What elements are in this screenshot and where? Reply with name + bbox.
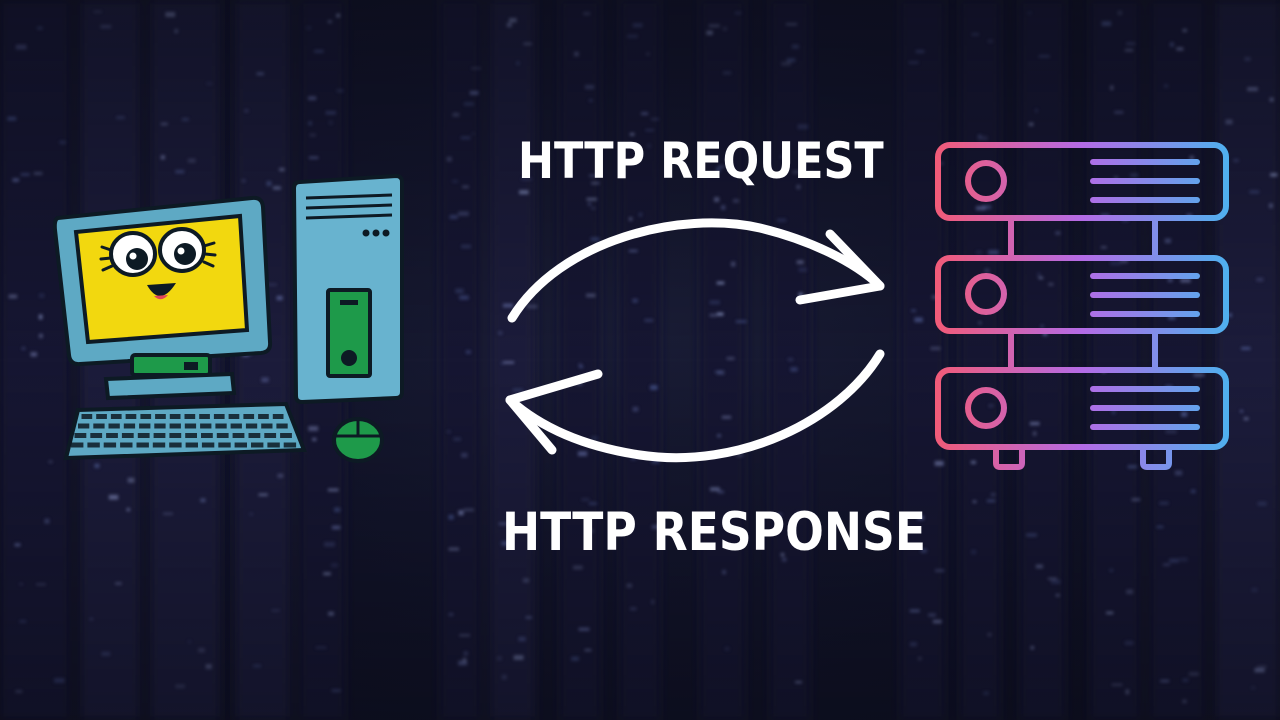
http-response-label: HTTP RESPONSE	[502, 502, 926, 563]
http-request-label: HTTP REQUEST	[518, 132, 884, 190]
